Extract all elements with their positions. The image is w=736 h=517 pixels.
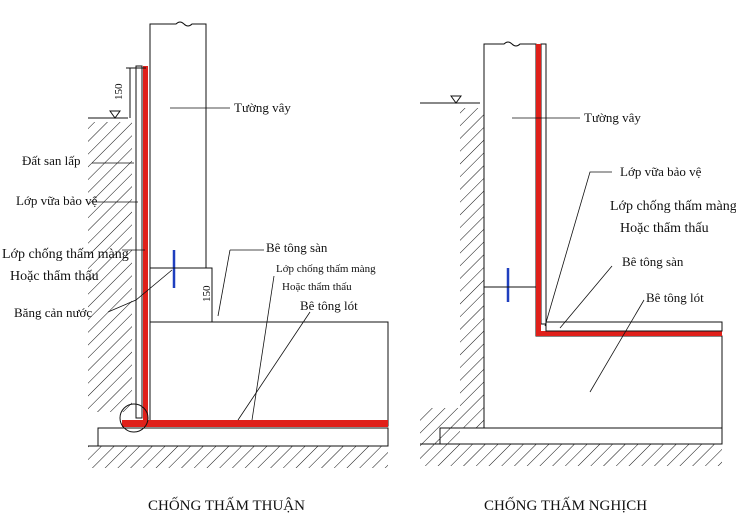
lean-concrete-left (97, 427, 389, 447)
membrane-vertical-left (143, 66, 148, 426)
ground-level-marker-left (109, 110, 121, 119)
corner-detail-circle (119, 403, 149, 433)
label-lean-concrete-left: Bê tông lót (300, 298, 358, 313)
label-membrane-left-1: Lớp chống thấm màng (2, 247, 129, 262)
label-protective-mortar-right: Lớp vữa bảo vệ (620, 164, 702, 179)
label-protective-mortar-left: Lớp vữa bảo vệ (16, 193, 98, 208)
backfill-soil (88, 122, 132, 412)
dim-top-label: 150 (113, 83, 125, 100)
label-wall-right: Tường vây (584, 110, 641, 125)
caption-left: CHỐNG THẤM THUẬN (148, 496, 305, 514)
label-membrane-small-2: Hoặc thẩm thấu (282, 281, 352, 293)
membrane-horizontal-right (536, 331, 722, 336)
label-lean-concrete-right: Bê tông lót (646, 290, 704, 305)
label-membrane-small-1: Lớp chống thấm màng (276, 263, 376, 275)
ground-level-marker-right (450, 95, 462, 104)
label-backfill: Đất san lấp (22, 153, 80, 168)
label-membrane-left-2: Hoặc thẩm thấu (10, 269, 99, 284)
left-drawing: 150 150 Tường vây Đất san lấp Lớp vữa bả… (2, 21, 389, 514)
caption-right: CHỐNG THẤM NGHỊCH (484, 496, 647, 514)
protective-mortar-right (540, 43, 547, 325)
label-membrane-right-2: Hoặc thẩm thấu (620, 221, 709, 236)
right-drawing: Tường vây Lớp vữa bảo vệ Lớp chống thấm … (420, 41, 736, 514)
outside-soil-right (460, 108, 484, 428)
membrane-horizontal-left (122, 420, 388, 427)
membrane-vertical-right (536, 44, 541, 336)
label-floor-slab-left: Bê tông sàn (266, 240, 328, 255)
lean-concrete-right (439, 427, 723, 445)
ground-soil-left (88, 446, 388, 468)
label-membrane-right-1: Lớp chống thấm màng (610, 199, 736, 214)
label-floor-slab-right: Bê tông sàn (622, 254, 684, 269)
floor-slab-right (545, 321, 723, 332)
dim-step-label: 150 (201, 285, 213, 302)
label-wall-left: Tường vây (234, 100, 291, 115)
retaining-wall-left (149, 21, 213, 323)
ground-soil-right (420, 444, 722, 466)
label-waterstop: Băng cản nước (14, 305, 92, 320)
protective-mortar-left (135, 65, 143, 419)
